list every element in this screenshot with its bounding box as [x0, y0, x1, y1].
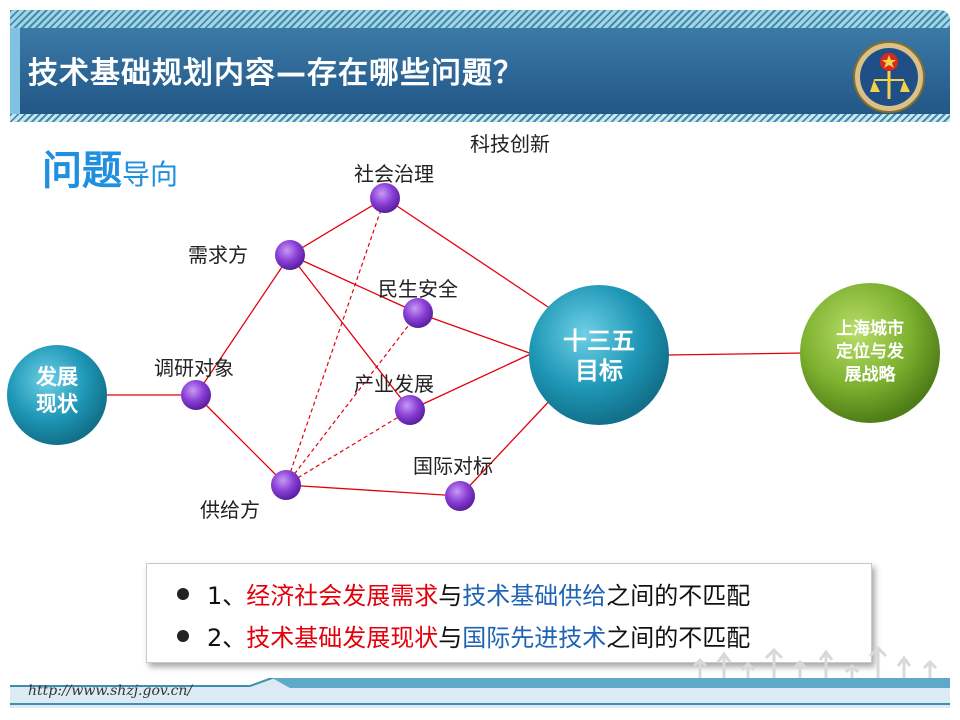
slide-title: 技术基础规划内容—存在哪些问题？ — [28, 56, 524, 91]
node-research-object — [181, 380, 211, 410]
solid-links — [100, 197, 806, 497]
node-demand-side — [275, 240, 305, 270]
heading-light: 导向 — [122, 158, 179, 191]
problems-box: 1、经济社会发展需求与技术基础供给之间的不匹配 2、技术基础发展现状与国际先进技… — [146, 563, 872, 663]
label-social-governance: 社会治理 — [354, 162, 434, 186]
bubble-goal — [529, 285, 669, 425]
node-supply-side — [271, 470, 301, 500]
problem-item-1: 1、经济社会发展需求与技术基础供给之间的不匹配 — [177, 576, 750, 611]
node-livelihood-safety — [403, 298, 433, 328]
heading-strong: 问题 — [42, 148, 122, 194]
top-stripe — [10, 10, 950, 30]
problem-item-2: 2、技术基础发展现状与国际先进技术之间的不匹配 — [177, 618, 750, 653]
section-heading: 问题导向 — [42, 138, 178, 196]
label-international-benchmark: 国际对标 — [413, 454, 493, 478]
label-research-object: 调研对象 — [154, 356, 234, 380]
emblem-icon — [853, 41, 925, 113]
node-social-governance — [370, 183, 400, 213]
bubble-goal-text: 十三五 目标 — [563, 327, 635, 385]
bullet-icon — [177, 630, 189, 642]
node-international-benchmark — [445, 481, 475, 511]
bubble-current-status-text: 发展 现状 — [36, 365, 78, 416]
title-accent — [10, 28, 20, 120]
dashed-links — [285, 197, 419, 486]
footer-bar — [10, 678, 950, 708]
node-industry-development — [395, 395, 425, 425]
label-industry-development: 产业发展 — [354, 372, 434, 396]
bubble-strategy — [800, 283, 940, 423]
bullet-icon — [177, 588, 189, 600]
bubble-current-status — [7, 345, 107, 445]
label-supply-side: 供给方 — [200, 498, 260, 522]
title-underline-stripe — [10, 114, 950, 122]
problem-network-diagram — [7, 183, 940, 511]
title-bar — [10, 28, 950, 120]
bubble-strategy-text: 上海城市 定位与发 展战略 — [836, 319, 904, 385]
label-tech-innovation: 科技创新 — [470, 132, 550, 156]
footer-url: http://www.shzj.gov.cn/ — [28, 683, 193, 699]
label-demand-side: 需求方 — [188, 243, 248, 267]
label-livelihood-safety: 民生安全 — [378, 277, 458, 301]
